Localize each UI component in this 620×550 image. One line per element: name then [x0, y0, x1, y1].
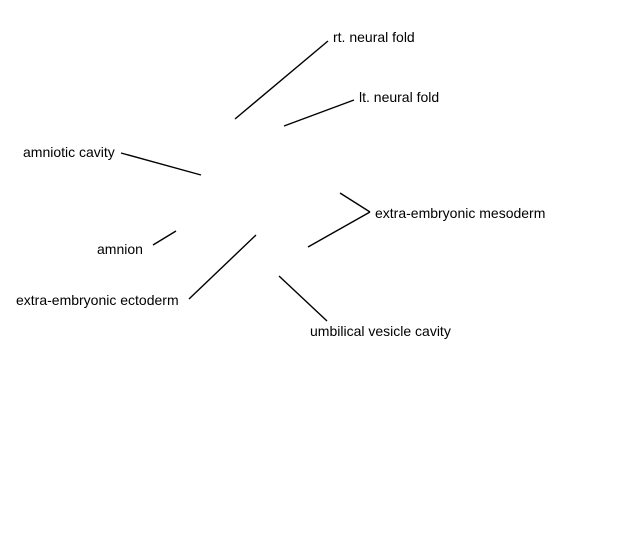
label-amniotic-cavity: amniotic cavity	[23, 144, 115, 160]
leader-amniotic-cavity	[120, 152, 202, 176]
leader-mesoderm-lower	[307, 211, 371, 248]
label-extra-embryonic-mesoderm: extra-embryonic mesoderm	[375, 205, 546, 221]
label-rt-neural-fold: rt. neural fold	[333, 29, 415, 45]
label-lt-neural-fold: lt. neural fold	[359, 89, 440, 105]
leader-mesoderm-upper	[339, 192, 371, 213]
leader-lt-neural-fold	[283, 99, 355, 127]
label-amnion: amnion	[97, 241, 143, 257]
label-umbilical-vesicle-cavity: umbilical vesicle cavity	[310, 323, 451, 339]
leader-umbilical-vesicle-cavity	[278, 275, 328, 322]
leader-extra-embryonic-ectoderm	[188, 234, 257, 300]
leader-rt-neural-fold	[234, 40, 329, 120]
leader-amnion	[152, 230, 177, 246]
label-extra-embryonic-ectoderm: extra-embryonic ectoderm	[16, 292, 179, 308]
